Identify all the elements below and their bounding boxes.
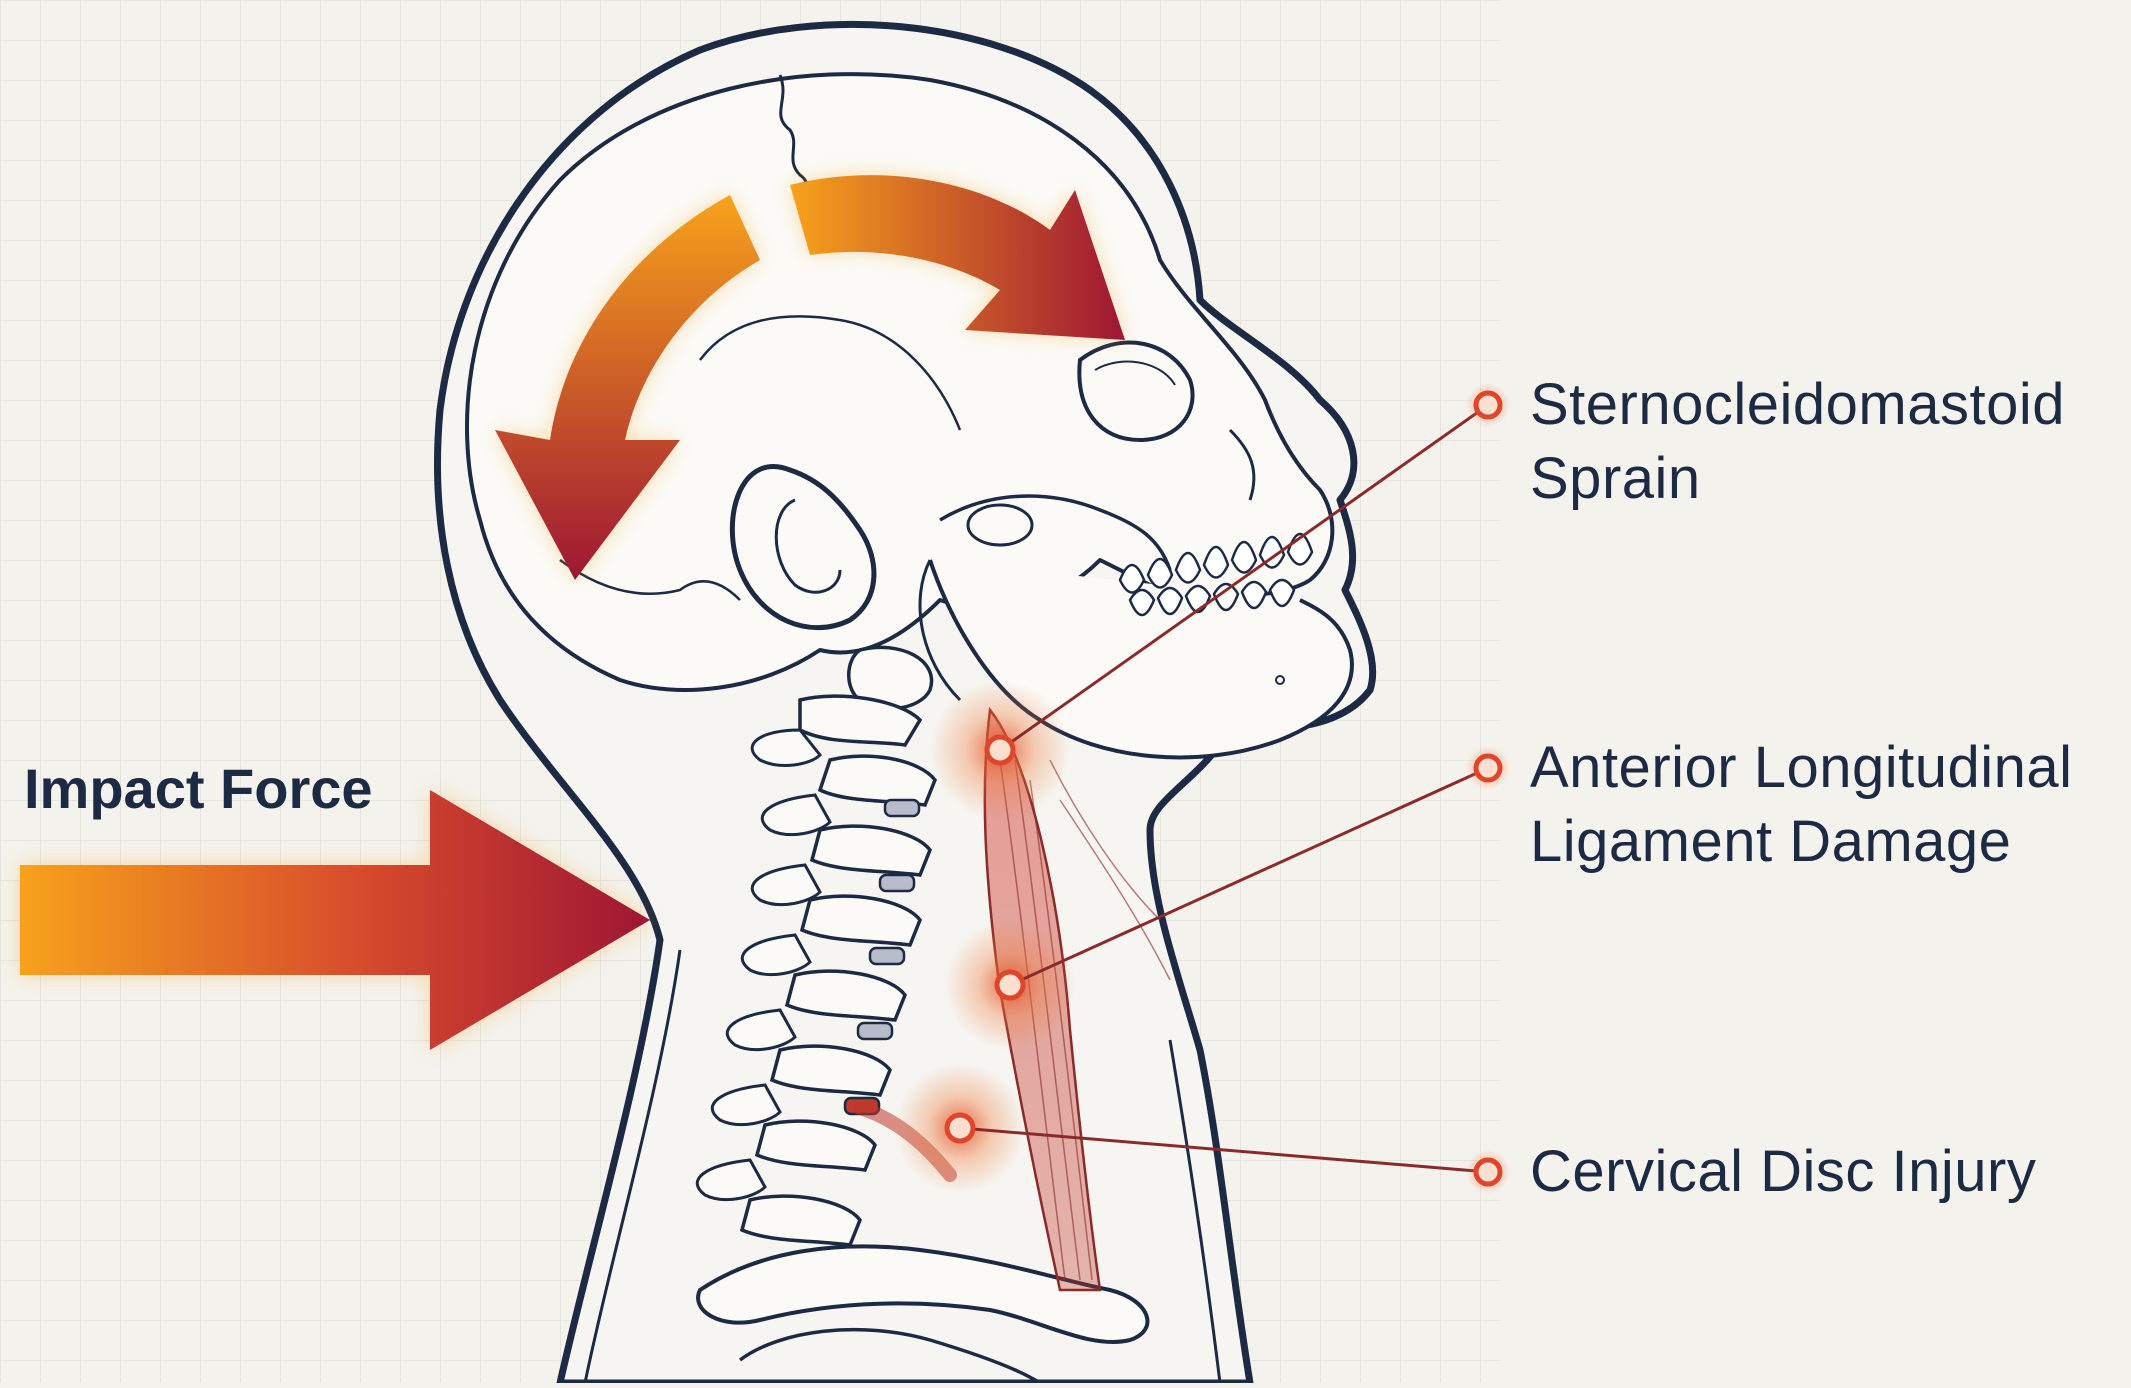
marker-ligament	[997, 972, 1023, 998]
marker-disc	[947, 1115, 973, 1141]
callout-ligament: Anterior Longitudinal Ligament Damage	[1530, 731, 2073, 879]
label-dot-disc	[1476, 1160, 1500, 1184]
callout-ligament-line-2: Ligament Damage	[1530, 805, 2073, 879]
impact-force-label: Impact Force	[24, 756, 373, 821]
label-dot-scm	[1476, 393, 1500, 417]
callout-disc: Cervical Disc Injury	[1530, 1135, 2036, 1209]
marker-scm	[987, 737, 1013, 763]
callout-scm: Sternocleidomastoid Sprain	[1530, 368, 2065, 516]
callout-scm-line-2: Sprain	[1530, 442, 2065, 516]
temporomandibular-joint	[968, 505, 1032, 545]
callout-scm-line-1: Sternocleidomastoid	[1530, 368, 2065, 442]
label-dot-ligament	[1476, 756, 1500, 780]
callout-ligament-line-1: Anterior Longitudinal	[1530, 731, 2073, 805]
callout-disc-line-1: Cervical Disc Injury	[1530, 1135, 2036, 1209]
